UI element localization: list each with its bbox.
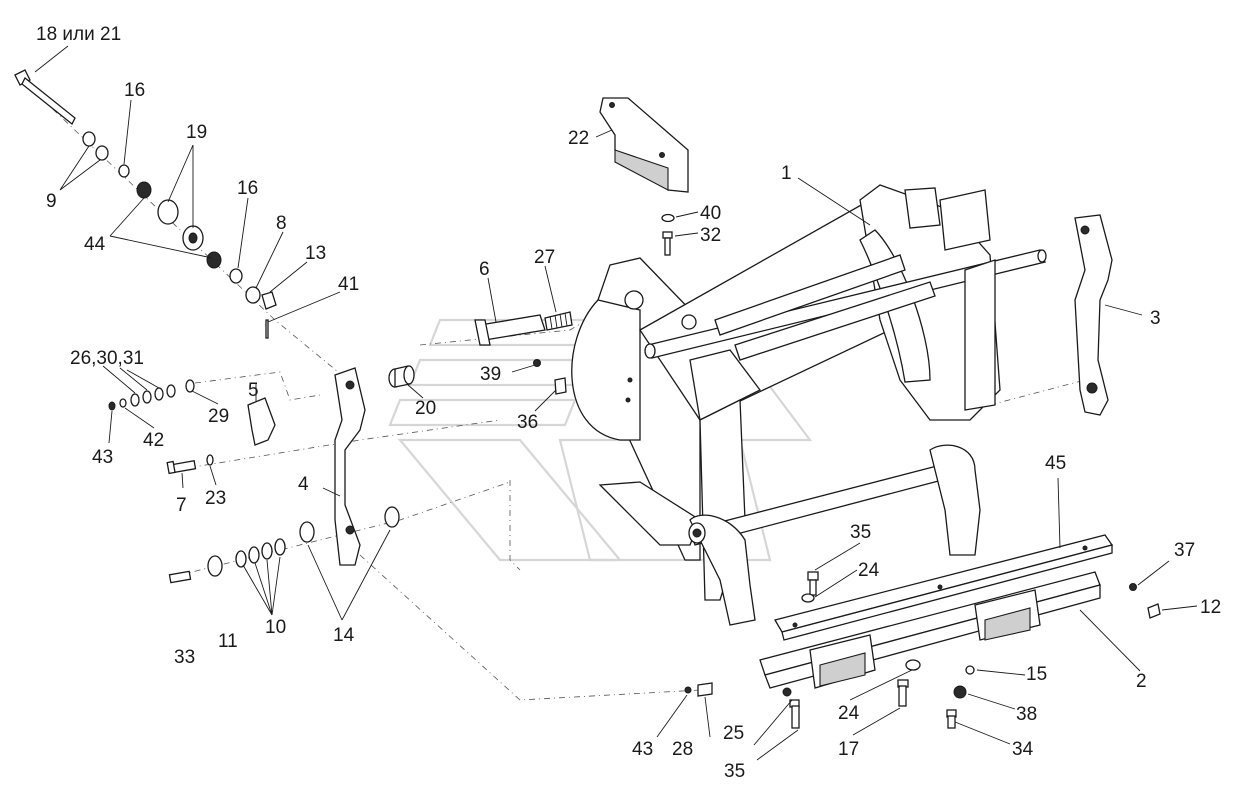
bolt-35-a	[807, 571, 819, 596]
bushing-20	[388, 365, 415, 388]
label-35-b: 35	[724, 761, 745, 782]
label-40: 40	[700, 203, 721, 224]
washer-8	[245, 286, 261, 304]
label-22: 22	[568, 128, 589, 149]
bolt-17	[897, 679, 909, 707]
label-27: 27	[534, 247, 555, 268]
label-2: 2	[1136, 671, 1147, 692]
spring-27	[544, 311, 573, 331]
bar-45	[774, 534, 1114, 641]
washer-24-b	[905, 659, 921, 671]
label-11: 11	[218, 631, 238, 652]
leader-lines	[34, 45, 1198, 761]
nut-25	[782, 687, 792, 697]
bolt-34	[946, 709, 957, 729]
label-37: 37	[1174, 540, 1195, 561]
bolt-35-b	[789, 699, 800, 729]
cotter-41	[265, 319, 269, 339]
label-35-a: 35	[850, 522, 871, 543]
washer-15	[965, 665, 975, 675]
washers-9	[82, 131, 109, 161]
label-6: 6	[479, 259, 490, 280]
washers-10	[235, 538, 286, 568]
bolt-18-or-21	[14, 69, 76, 126]
label-16-b: 16	[237, 178, 258, 199]
lever-3	[1074, 214, 1113, 416]
label-16-a: 16	[124, 80, 145, 101]
label-20: 20	[415, 398, 436, 419]
label-1: 1	[781, 163, 792, 184]
washer-14-b	[384, 506, 400, 528]
ball-39	[533, 359, 541, 367]
label-41: 41	[338, 274, 359, 295]
frame-1	[571, 184, 1047, 626]
label-43-b: 43	[632, 739, 653, 760]
label-14: 14	[333, 625, 355, 646]
part-43-top	[108, 401, 116, 411]
label-44: 44	[84, 234, 106, 255]
label-23: 23	[205, 488, 226, 509]
label-34: 34	[1012, 739, 1034, 760]
label-13: 13	[305, 243, 326, 264]
label-17: 17	[838, 739, 859, 760]
label-28: 28	[672, 739, 693, 760]
label-15: 15	[1026, 664, 1047, 685]
label-9: 9	[46, 191, 57, 212]
bushing-11	[207, 555, 223, 577]
label-25: 25	[723, 723, 744, 744]
callout-labels: 18 или 21 16 19 9 44 16 8 13 41 22 40 32…	[36, 24, 1221, 782]
label-24-a: 24	[858, 560, 880, 581]
label-26-30-31: 26,30,31	[70, 348, 144, 369]
label-18-or-21: 18 или 21	[36, 24, 121, 45]
label-4: 4	[298, 474, 309, 495]
ball-37	[1129, 583, 1137, 591]
label-19: 19	[186, 122, 207, 143]
nut-13	[261, 291, 277, 310]
label-29: 29	[208, 406, 229, 427]
pin-7	[166, 460, 197, 475]
lever-4	[334, 367, 366, 566]
bar-2	[759, 571, 1101, 689]
bushing-19	[157, 199, 204, 251]
washers-26-30-31	[130, 379, 195, 407]
label-24-b: 24	[838, 703, 860, 724]
nipple-28	[697, 682, 713, 697]
label-43-a: 43	[92, 447, 113, 468]
pin-36	[554, 377, 567, 395]
part-43-bottom	[684, 686, 692, 694]
bolt-33	[168, 570, 192, 584]
label-32: 32	[700, 225, 721, 246]
clip-5	[247, 397, 276, 446]
label-3: 3	[1150, 308, 1161, 329]
label-38: 38	[1016, 704, 1037, 725]
label-45: 45	[1045, 453, 1066, 474]
pin-6	[474, 314, 546, 346]
label-5: 5	[248, 380, 259, 401]
bolt-32	[662, 231, 673, 256]
washer-14-a	[299, 521, 315, 543]
ring-16-b	[229, 268, 243, 284]
label-8: 8	[276, 213, 287, 234]
ring-23	[206, 454, 214, 466]
screw-12	[1147, 603, 1161, 619]
washer-24-a	[801, 593, 815, 603]
bearing-44-b	[206, 251, 222, 269]
bracket-22	[599, 97, 689, 193]
label-42: 42	[143, 430, 164, 451]
nut-38	[953, 685, 967, 699]
ring-16-a	[118, 164, 130, 178]
bearing-44-a	[136, 181, 152, 199]
part-42	[119, 398, 127, 408]
label-12: 12	[1200, 597, 1221, 618]
label-7: 7	[176, 495, 187, 516]
label-33: 33	[174, 647, 195, 668]
label-39: 39	[480, 364, 501, 385]
label-36: 36	[517, 412, 538, 433]
label-10: 10	[265, 617, 286, 638]
washer-40	[661, 213, 675, 223]
